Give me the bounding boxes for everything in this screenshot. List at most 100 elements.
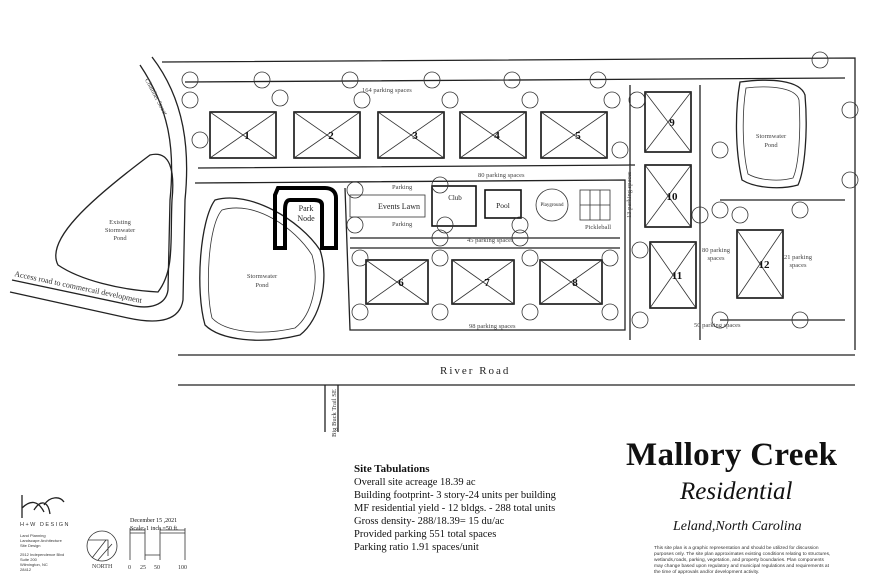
tree-icon bbox=[603, 91, 621, 109]
trees bbox=[181, 51, 859, 329]
roads bbox=[9, 56, 856, 432]
project-subtitle: Residential bbox=[680, 478, 793, 505]
tree-icon bbox=[841, 101, 859, 119]
tree-icon bbox=[511, 229, 529, 247]
drawing-date: December 15 ,2021 bbox=[130, 518, 178, 524]
park-node-label: Node bbox=[297, 214, 315, 223]
pond-label: Stormwater bbox=[105, 227, 136, 234]
scale-tick: 100 bbox=[178, 565, 187, 571]
building-2: 2 bbox=[293, 111, 361, 159]
parking-count-label: 50 parking spaces bbox=[694, 322, 741, 329]
firm-service: Site Design bbox=[20, 543, 41, 548]
scale-bar bbox=[129, 528, 186, 560]
tabulation-line: Parking ratio 1.91 spaces/unit bbox=[354, 542, 479, 553]
scale-tick: 50 bbox=[154, 565, 160, 571]
tree-icon bbox=[181, 91, 199, 109]
building-10: 10 bbox=[644, 164, 692, 228]
tree-icon bbox=[503, 71, 521, 89]
drawing-info: December 15 ,2021 Scale: 1 inch =50 ft. bbox=[130, 517, 179, 533]
tree-icon bbox=[521, 249, 539, 267]
tree-icon bbox=[601, 249, 619, 267]
tree-icon bbox=[341, 71, 359, 89]
tree-icon bbox=[181, 71, 199, 89]
building-6: 6 bbox=[365, 259, 429, 305]
building-number: 2 bbox=[328, 130, 334, 142]
address-line: 2512 Independence Blvd bbox=[20, 552, 65, 557]
tree-icon bbox=[791, 311, 809, 329]
tree-icon bbox=[611, 141, 629, 159]
disclaimer: This site plan is a graphic representati… bbox=[654, 546, 831, 575]
river-road-label: River Road bbox=[440, 365, 510, 377]
building-5: 5 bbox=[540, 111, 608, 159]
tree-icon bbox=[441, 91, 459, 109]
tabulation-line: Overall site acreage 18.39 ac bbox=[354, 477, 476, 488]
tree-icon bbox=[431, 303, 449, 321]
pond-label: Existing bbox=[109, 219, 131, 226]
tree-icon bbox=[351, 249, 369, 267]
tree-icon bbox=[351, 303, 369, 321]
building-4: 4 bbox=[459, 111, 527, 159]
tree-icon bbox=[346, 216, 364, 234]
tabulation-line: MF residential yield - 12 bldgs. - 288 t… bbox=[354, 503, 556, 514]
tree-icon bbox=[628, 91, 646, 109]
building-11: 11 bbox=[649, 241, 697, 309]
parking-count-label: 98 parking spaces bbox=[469, 323, 516, 330]
building-number: 6 bbox=[398, 277, 404, 289]
parking-count-label: 80 parking bbox=[702, 247, 731, 254]
tree-icon bbox=[589, 71, 607, 89]
tree-icon bbox=[711, 201, 729, 219]
park-node bbox=[273, 186, 338, 250]
building-number: 3 bbox=[412, 130, 418, 142]
building-number: 7 bbox=[484, 277, 490, 289]
tree-icon bbox=[511, 216, 529, 234]
firm-service: Landscape Architecture bbox=[20, 538, 62, 543]
parking-count-label: spaces bbox=[708, 255, 725, 262]
address-line: Suite 200 bbox=[20, 557, 37, 562]
address-line: Wilmington, NC bbox=[20, 562, 48, 567]
project-location: Leland,North Carolina bbox=[673, 519, 802, 534]
tabulation-line: Gross density- 288/18.39= 15 du/ac bbox=[354, 516, 505, 527]
tree-icon bbox=[271, 89, 289, 107]
tree-icon bbox=[711, 141, 729, 159]
building-9: 9 bbox=[644, 91, 692, 153]
parking-count-label: 45 parking spaces bbox=[467, 237, 514, 244]
tree-icon bbox=[601, 303, 619, 321]
tree-icon bbox=[431, 176, 449, 194]
north-label: NORTH bbox=[92, 564, 113, 570]
access-road-label: Access road to commercail development bbox=[14, 269, 144, 305]
scale-tick: 0 bbox=[128, 565, 131, 571]
firm-address: 2512 Independence Blvd Suite 200 Wilming… bbox=[20, 552, 64, 572]
tree-icon bbox=[191, 131, 209, 149]
big-buck-trail-label: Big Buck Trail SE bbox=[331, 389, 338, 437]
tree-icon bbox=[691, 206, 709, 224]
building-1: 1 bbox=[209, 111, 277, 159]
scale-tick: 25 bbox=[140, 565, 146, 571]
building-number: 8 bbox=[572, 277, 578, 289]
tabulations-heading: Site Tabulations bbox=[354, 463, 430, 475]
building-3: 3 bbox=[377, 111, 445, 159]
tree-icon bbox=[423, 71, 441, 89]
tree-icon bbox=[431, 249, 449, 267]
club-label: Club bbox=[448, 194, 462, 202]
tree-icon bbox=[811, 51, 829, 69]
building-number: 1 bbox=[244, 130, 250, 142]
pond-label: Pond bbox=[255, 282, 269, 289]
building-number: 12 bbox=[759, 259, 771, 271]
tree-icon bbox=[731, 206, 749, 224]
hw-logo bbox=[21, 495, 65, 518]
tabulation-line: Provided parking 551 total spaces bbox=[354, 529, 497, 540]
building-number: 11 bbox=[672, 270, 682, 282]
parking-label: Parking bbox=[392, 184, 413, 191]
building-number: 4 bbox=[494, 130, 500, 142]
building-12: 12 bbox=[736, 229, 784, 299]
parking-count-label: 21 parking bbox=[784, 254, 813, 261]
tree-icon bbox=[711, 311, 729, 329]
tree-icon bbox=[346, 181, 364, 199]
pond-label: Stormwater bbox=[756, 133, 787, 140]
events-lawn-label: Events Lawn bbox=[378, 202, 420, 211]
playground-label: Playground bbox=[540, 203, 564, 208]
stormwater-pond-right bbox=[735, 79, 807, 189]
parking-label: Parking bbox=[392, 221, 413, 228]
